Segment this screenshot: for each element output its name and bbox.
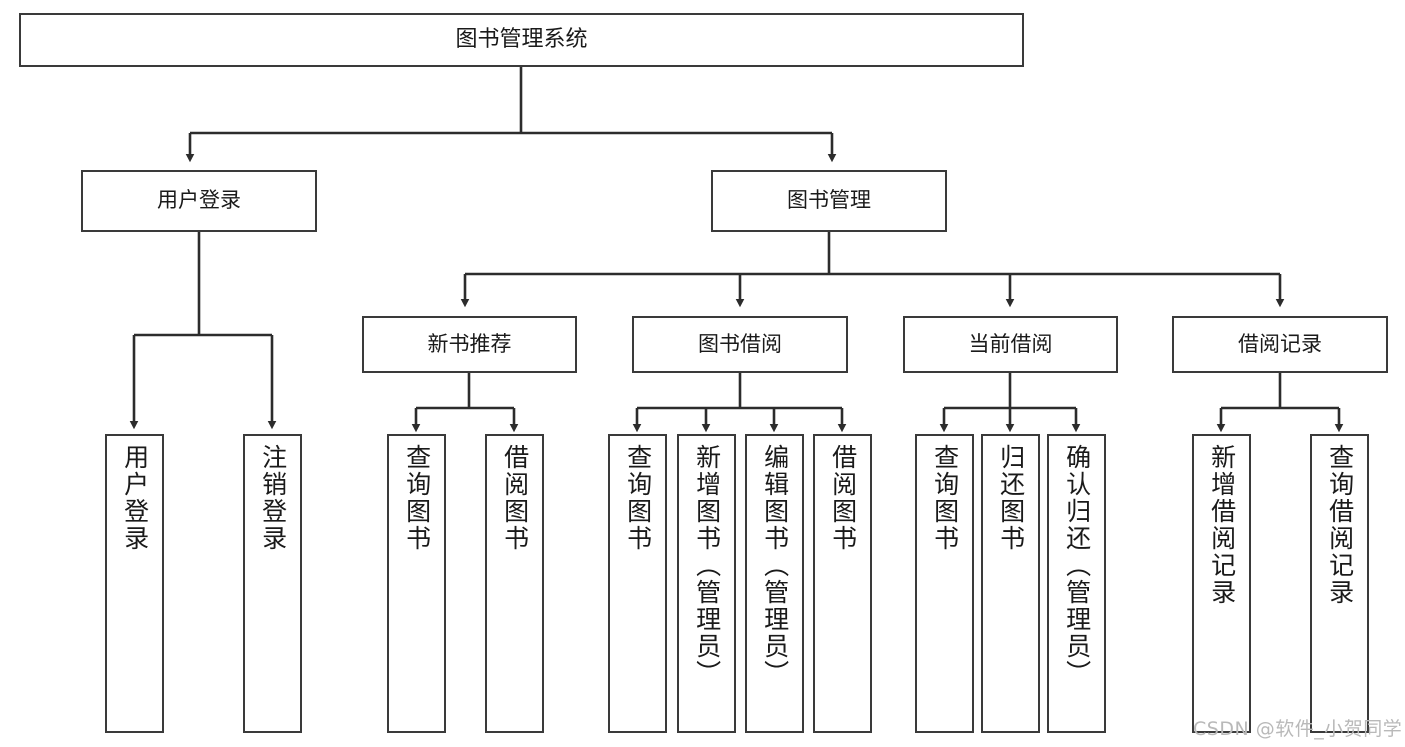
node-borrow-record[interactable]: 借阅记录: [1172, 316, 1388, 373]
leaf-user-login[interactable]: 用户登录: [105, 434, 164, 733]
leaf-label: 归还图书: [996, 444, 1026, 552]
leaf-borrow-book[interactable]: 借阅图书: [813, 434, 872, 733]
node-book-borrow[interactable]: 图书借阅: [632, 316, 848, 373]
leaf-label: 新增借阅记录: [1207, 444, 1237, 606]
leaf-borrow-book-recommend[interactable]: 借阅图书: [485, 434, 544, 733]
leaf-add-borrow-record[interactable]: 新增借阅记录: [1192, 434, 1251, 733]
node-user-login[interactable]: 用户登录: [81, 170, 317, 232]
leaf-query-book-current[interactable]: 查询图书: [915, 434, 974, 733]
node-current-borrow[interactable]: 当前借阅: [903, 316, 1118, 373]
node-label: 图书管理系统: [455, 26, 588, 52]
leaf-label: 借阅图书: [828, 444, 858, 552]
leaf-label: 查询图书: [623, 444, 653, 552]
leaf-user-logout[interactable]: 注销登录: [243, 434, 302, 733]
leaf-query-book-borrow[interactable]: 查询图书: [608, 434, 667, 733]
leaf-label: 借阅图书: [500, 444, 530, 552]
leaf-label: 查询借阅记录: [1325, 444, 1355, 606]
leaf-label: 新增图书（管理员）: [692, 444, 722, 687]
watermark: CSDN @软件_小贺同学: [1193, 718, 1403, 740]
node-new-book-recommend[interactable]: 新书推荐: [362, 316, 577, 373]
node-root-book-management-system[interactable]: 图书管理系统: [19, 13, 1024, 67]
node-label: 图书借阅: [698, 331, 782, 356]
node-label: 借阅记录: [1238, 331, 1322, 356]
node-label: 图书管理: [787, 188, 871, 213]
leaf-confirm-return-admin[interactable]: 确认归还（管理员）: [1047, 434, 1106, 733]
leaf-query-borrow-record[interactable]: 查询借阅记录: [1310, 434, 1369, 733]
leaf-label: 查询图书: [402, 444, 432, 552]
leaf-add-book-admin[interactable]: 新增图书（管理员）: [677, 434, 736, 733]
leaf-label: 编辑图书（管理员）: [760, 444, 790, 687]
leaf-label: 确认归还（管理员）: [1062, 444, 1092, 687]
leaf-return-book[interactable]: 归还图书: [981, 434, 1040, 733]
leaf-edit-book-admin[interactable]: 编辑图书（管理员）: [745, 434, 804, 733]
leaf-label: 用户登录: [120, 444, 150, 552]
leaf-label: 查询图书: [930, 444, 960, 552]
node-label: 新书推荐: [427, 331, 512, 356]
leaf-label: 注销登录: [258, 444, 288, 552]
leaf-query-book-recommend[interactable]: 查询图书: [387, 434, 446, 733]
node-book-management[interactable]: 图书管理: [711, 170, 947, 232]
node-label: 用户登录: [157, 188, 241, 213]
node-label: 当前借阅: [968, 331, 1053, 356]
